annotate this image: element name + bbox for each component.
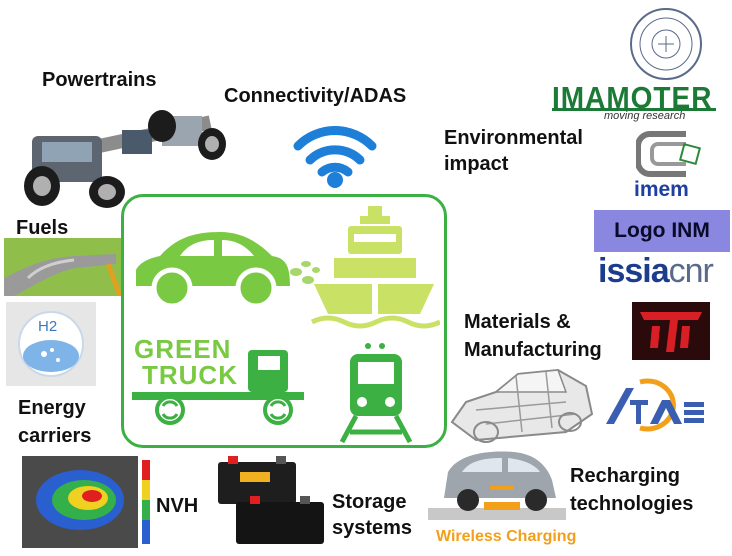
car-body-frame-image [450,368,594,443]
label-storage-line1: Storage [332,491,407,513]
cnr-logo-text: cnr [668,252,714,290]
imem-logo-mark [636,131,702,177]
label-storage-line2: systems [332,517,413,539]
label-fuels: Fuels [16,217,69,239]
green-ship-icon [310,206,440,329]
label-powertrains: Powertrains [42,69,157,91]
nvh-heatmap-image [22,456,150,548]
truck-text: TRUCK [142,360,238,390]
logo-inm-box: Logo INM [594,210,730,252]
imamoter-tagline: moving research [604,110,686,122]
imem-logo-text: imem [634,178,689,201]
green-text: GREEN [134,334,232,364]
label-energy-line1: Energy [18,397,86,419]
issia-logo: issiacnr [598,252,714,291]
label-nvh: NVH [156,495,199,517]
ita-logo [606,378,704,432]
battery-image [218,456,324,544]
label-connectivity-adas: Connectivity/ADAS [224,85,407,107]
label-energy-line2: carriers [18,425,92,447]
fuel-nozzle-image [4,238,122,296]
tsti-logo [632,302,710,360]
label-recharging-line2: technologies [570,493,694,515]
green-car-icon [136,232,320,309]
label-materials-line2: Manufacturing [464,339,602,361]
label-environmental-line2: impact [444,153,509,175]
label-materials-line1: Materials & [464,311,571,333]
wireless-charging-car-image [428,451,566,520]
istituto-motori-seal-logo [630,8,702,80]
issia-logo-text: issia [598,252,670,290]
h2-label: H2 [38,318,58,335]
label-environmental-line1: Environmental [444,127,583,149]
green-train-icon [339,343,413,444]
green-truck-icon [132,338,304,425]
wifi-icon [293,126,377,188]
powertrain-chassis-image [24,110,226,208]
label-recharging-line1: Recharging [570,465,681,487]
imamoter-underline [552,84,716,111]
wireless-charging-text: Wireless Charging [436,528,577,545]
hydrogen-sphere-image [6,302,96,386]
